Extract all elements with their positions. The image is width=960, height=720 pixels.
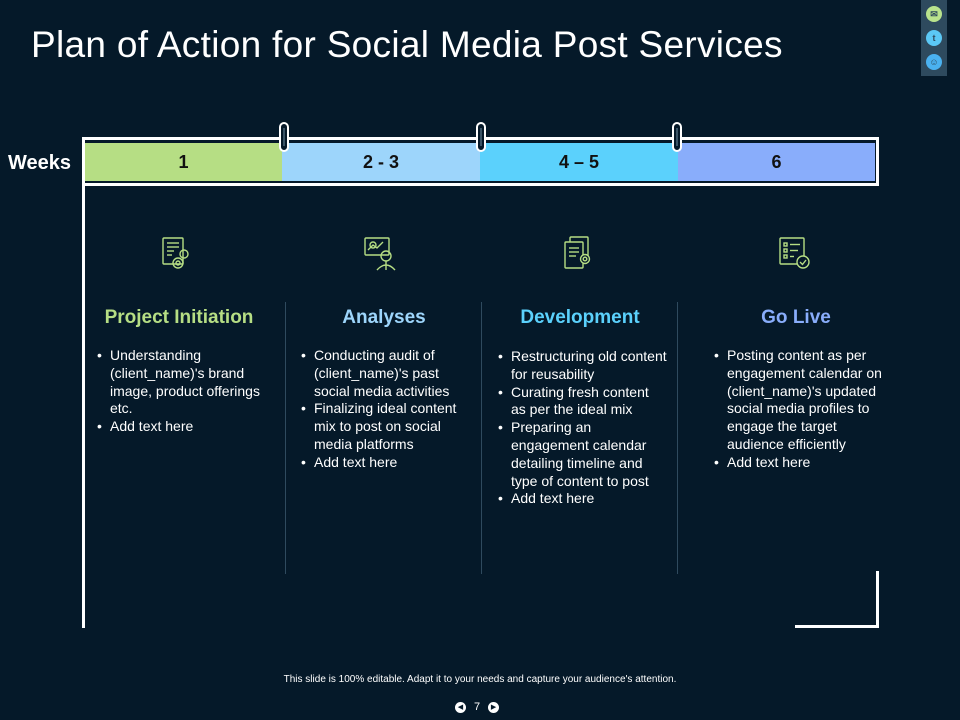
frame-corner-horizontal <box>795 625 879 628</box>
mail-icon[interactable]: ✉ <box>926 6 942 22</box>
document-gear-icon <box>162 237 189 269</box>
list-item: Understanding (client_name)'s brand imag… <box>96 347 276 418</box>
column-divider <box>677 302 678 574</box>
column-title-development: Development <box>520 307 640 328</box>
weeks-label: Weeks <box>8 152 72 174</box>
list-item: Finalizing ideal content mix to post on … <box>300 400 472 453</box>
chevron-right-icon[interactable]: ▶ <box>488 701 500 713</box>
week-band-4: 6 <box>678 143 875 181</box>
frame-corner-vertical <box>876 571 879 628</box>
list-item: Posting content as per engagement calend… <box>713 347 883 454</box>
week-band-3: 4 – 5 <box>480 143 678 181</box>
list-item: Preparing an engagement calendar detaili… <box>497 419 667 490</box>
list-item: Add text here <box>96 418 276 436</box>
bullet-list-development: Restructuring old content for reusabilit… <box>497 348 667 508</box>
timeline-pin <box>672 122 682 152</box>
list-item: Add text here <box>713 454 883 472</box>
list-item: Conducting audit of (client_name)'s past… <box>300 347 472 400</box>
frame-left-line <box>82 184 85 628</box>
column-title-go-live: Go Live <box>761 307 831 328</box>
twitter-icon[interactable]: t <box>926 30 942 46</box>
list-item: Curating fresh content as per the ideal … <box>497 384 667 420</box>
page-number: 7 <box>474 701 481 713</box>
list-item: Restructuring old content for reusabilit… <box>497 348 667 384</box>
bullet-list-project-initiation: Understanding (client_name)'s brand imag… <box>96 347 276 436</box>
column-divider <box>285 302 286 574</box>
bullet-list-go-live: Posting content as per engagement calend… <box>713 347 883 472</box>
week-band-2: 2 - 3 <box>282 143 480 181</box>
chevron-left-icon[interactable]: ◀ <box>455 701 466 713</box>
list-item: Add text here <box>497 490 667 508</box>
column-divider <box>481 302 482 574</box>
timeline-pin <box>279 122 289 152</box>
analyst-screen-icon <box>364 237 396 271</box>
footer-note: This slide is 100% editable. Adapt it to… <box>283 674 677 685</box>
timeline-pin <box>476 122 486 152</box>
checklist-check-icon <box>779 237 810 269</box>
column-title-analyses: Analyses <box>342 307 426 328</box>
pager: ◀ 7 ▶ <box>455 699 500 715</box>
page-title: Plan of Action for Social Media Post Ser… <box>31 24 783 65</box>
social-share-bar: ✉ t ☺ <box>921 0 947 76</box>
column-title-project-initiation: Project Initiation <box>104 307 254 328</box>
list-item: Add text here <box>300 454 472 472</box>
documents-gear-icon <box>564 236 591 269</box>
bullet-list-analyses: Conducting audit of (client_name)'s past… <box>300 347 472 472</box>
snapchat-icon[interactable]: ☺ <box>926 54 942 70</box>
week-band-1: 1 <box>85 143 282 181</box>
